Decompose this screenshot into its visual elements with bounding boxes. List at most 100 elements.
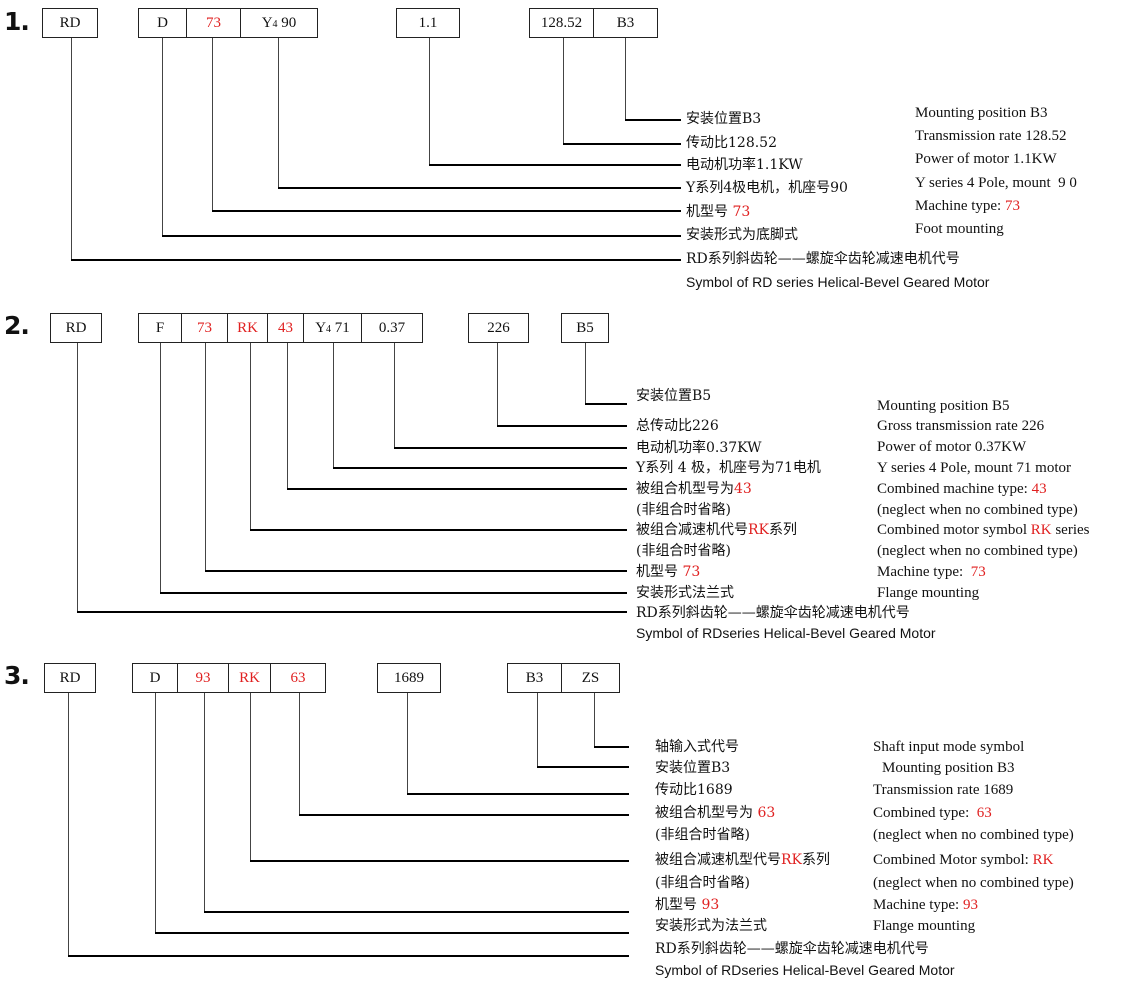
leader-line — [429, 164, 681, 166]
label-zh-omit-note: (非组合时省略) — [655, 875, 750, 891]
label-zh-position: 安装位置B3 — [686, 111, 762, 127]
motor-poles: 4 — [326, 323, 332, 335]
label-zh-position: 安装位置B3 — [655, 760, 731, 776]
leader-line — [563, 143, 681, 145]
leader-vertical — [299, 693, 300, 815]
label-en-shaft-input: Shaft input mode symbol — [873, 739, 1025, 755]
leader-line — [162, 235, 681, 237]
code-box-rd: RD — [42, 8, 98, 38]
code-box-position: B3 — [507, 663, 562, 693]
label-zh-combined-type: 被组合机型号为 63 — [655, 805, 776, 821]
code-box-combined-type: 43 — [267, 313, 304, 343]
label-en-motor: Y series 4 Pole, mount 71 motor — [877, 460, 1072, 476]
label-zh-mounting: 安装形式法兰式 — [636, 585, 734, 601]
leader-vertical — [287, 343, 288, 489]
code-box-machine-type: 73 — [186, 8, 241, 38]
label-en-combined-symbol: Combined motor symbol RK series — [877, 522, 1090, 538]
label-zh-power: 电动机功率0.37KW — [636, 440, 762, 456]
value-machine-type: 73 — [682, 564, 701, 580]
motor-frame: 90 — [277, 14, 297, 31]
label-zh-symbol: RD系列斜齿轮——螺旋伞齿轮减速电机代号 — [686, 251, 960, 267]
leader-line — [394, 447, 627, 449]
leader-vertical — [204, 693, 205, 912]
value-machine-type: 93 — [701, 897, 720, 913]
label-en-combined-symbol: Combined Motor symbol: RK — [873, 852, 1054, 868]
leader-line — [299, 814, 629, 816]
label-zh-ratio: 传动比1689 — [655, 782, 733, 798]
leader-vertical — [537, 693, 538, 767]
label-en-machine-type: Machine type: 73 — [877, 564, 986, 580]
leader-vertical — [333, 343, 334, 468]
label-zh-position: 安装位置B5 — [636, 388, 712, 404]
label-zh-omit-note: (非组合时省略) — [655, 827, 750, 843]
label-zh-mounting: 安装形式为底脚式 — [686, 227, 798, 243]
motor-series: Y — [261, 14, 273, 31]
label-zh-shaft-input: 轴输入式代号 — [655, 739, 739, 755]
leader-vertical — [429, 38, 430, 165]
leader-line — [160, 592, 627, 594]
motor-poles: 4 — [272, 18, 278, 30]
code-box-mounting: D — [132, 663, 178, 693]
label-en-position: Mounting position B3 — [915, 105, 1048, 121]
leader-line — [333, 467, 627, 469]
label-en-power: Power of motor 1.1KW — [915, 151, 1057, 167]
leader-line — [625, 119, 681, 121]
leader-line — [594, 746, 629, 748]
label-en-symbol: Symbol of RD series Helical-Bevel Geared… — [686, 274, 990, 290]
label-en-machine-type: Machine type: 93 — [873, 897, 978, 913]
code-box-combined-type: 63 — [270, 663, 326, 693]
leader-line — [585, 403, 627, 405]
label-en-motor: Y series 4 Pole, mount 9 0 — [915, 175, 1077, 191]
label-en-mounting: Flange mounting — [873, 918, 976, 934]
label-en-ratio: Transmission rate 128.52 — [915, 128, 1067, 144]
label-zh-ratio: 传动比128.52 — [686, 135, 777, 151]
label-zh-combined-type: 被组合机型号为43 — [636, 481, 752, 497]
section-number-2: 2. — [4, 311, 30, 340]
code-box-machine-type: 73 — [181, 313, 228, 343]
section-number-3: 3. — [4, 661, 30, 690]
label-zh-symbol: RD系列斜齿轮——螺旋伞齿轮减速电机代号 — [655, 941, 929, 957]
leader-vertical — [563, 38, 564, 145]
label-en-symbol: Symbol of RDseries Helical-Bevel Geared … — [636, 625, 936, 641]
leader-vertical — [77, 343, 78, 612]
leader-vertical — [585, 343, 586, 404]
label-zh-ratio: 总传动比226 — [636, 418, 719, 434]
leader-line — [71, 259, 681, 261]
label-zh-motor: Y系列 4 极，机座号为71电机 — [636, 460, 821, 476]
leader-line — [250, 860, 629, 862]
code-box-position: B3 — [593, 8, 658, 38]
code-box-mounting: D — [138, 8, 187, 38]
value-combined-type: 63 — [757, 805, 776, 821]
label-en-combined-type: Combined type: 63 — [873, 805, 992, 821]
leader-line — [278, 187, 681, 189]
leader-vertical — [594, 693, 595, 747]
label-en-combined-type: Combined machine type: 43 — [877, 481, 1047, 497]
leader-vertical — [212, 38, 213, 212]
leader-line — [537, 766, 629, 768]
leader-vertical — [68, 693, 69, 956]
label-en-mounting: Foot mounting — [915, 221, 1004, 237]
leader-line — [212, 210, 681, 212]
value-combined-type: 43 — [734, 481, 752, 497]
label-zh-combined-symbol: 被组合减速机代号RK系列 — [636, 522, 797, 538]
leader-vertical — [394, 343, 395, 448]
leader-vertical — [160, 343, 161, 593]
code-box-shaft-input: ZS — [561, 663, 620, 693]
label-zh-omit-note: (非组合时省略) — [636, 543, 731, 559]
code-box-power: 1.1 — [396, 8, 460, 38]
leader-vertical — [278, 38, 279, 188]
code-box-machine-type: 93 — [177, 663, 229, 693]
value-combined-symbol: RK — [748, 522, 769, 538]
label-en-power: Power of motor 0.37KW — [877, 439, 1027, 455]
label-en-mounting: Flange mounting — [877, 585, 980, 601]
leader-vertical — [71, 38, 72, 260]
section-number-1: 1. — [4, 7, 30, 36]
label-zh-symbol: RD系列斜齿轮——螺旋伞齿轮减速电机代号 — [636, 605, 910, 621]
code-box-power: 0.37 — [361, 313, 423, 343]
code-box-mounting: F — [138, 313, 182, 343]
motor-series: Y — [315, 319, 327, 336]
code-box-position: B5 — [561, 313, 609, 343]
leader-vertical — [155, 693, 156, 933]
